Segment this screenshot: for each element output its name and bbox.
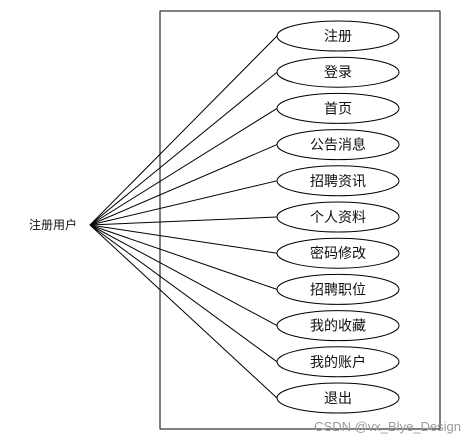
use-case-label: 密码修改 xyxy=(310,245,366,262)
use-case-ellipse xyxy=(276,129,400,161)
use-case: 招聘资讯 xyxy=(276,165,400,197)
use-case: 退出 xyxy=(276,382,400,414)
association-line xyxy=(89,71,278,226)
use-case-ellipse xyxy=(276,310,400,342)
association-lines xyxy=(89,35,278,399)
use-case-label: 注册 xyxy=(324,29,352,45)
use-case-ellipse xyxy=(276,92,400,124)
association-line xyxy=(89,224,278,363)
association-line xyxy=(89,216,278,226)
use-case-label: 我的收藏 xyxy=(310,319,366,335)
system-boundary xyxy=(159,10,441,430)
use-case-label: 我的账户 xyxy=(310,354,366,371)
use-case-ellipse xyxy=(276,346,400,378)
use-case-label: 公告消息 xyxy=(310,137,366,154)
use-case-label: 登录 xyxy=(324,65,352,81)
association-line xyxy=(89,107,278,226)
watermark: CSDN @vx_Blye_Design xyxy=(314,419,461,434)
association-line xyxy=(89,224,278,290)
association-line xyxy=(89,35,278,226)
use-case: 公告消息 xyxy=(276,129,400,161)
association-line xyxy=(89,224,278,254)
use-case-label: 首页 xyxy=(324,101,352,117)
use-case: 注册 xyxy=(276,20,400,52)
use-case: 首页 xyxy=(276,92,400,124)
use-case-ellipse xyxy=(276,273,400,305)
use-case-ellipse xyxy=(276,165,400,197)
use-case-label: 招聘职位 xyxy=(310,282,366,298)
use-case: 招聘职位 xyxy=(276,273,400,305)
association-line xyxy=(89,180,278,226)
use-case: 登录 xyxy=(276,56,400,88)
use-case-label: 招聘资讯 xyxy=(310,174,366,190)
actor-label: 注册用户 xyxy=(29,217,77,232)
use-case-label: 个人资料 xyxy=(310,210,366,226)
association-line xyxy=(89,144,278,226)
use-case-ellipse xyxy=(276,201,400,233)
use-case-ellipse xyxy=(276,20,400,52)
use-case-label: 退出 xyxy=(324,391,352,407)
association-line xyxy=(89,224,278,327)
use-case-ellipse xyxy=(276,237,400,269)
use-case: 密码修改 xyxy=(276,237,400,269)
use-case-ellipse xyxy=(276,56,400,88)
use-case: 我的账户 xyxy=(276,346,400,378)
association-line xyxy=(89,224,278,399)
use-case-ellipse xyxy=(276,382,400,414)
use-case: 我的收藏 xyxy=(276,310,400,342)
use-case: 个人资料 xyxy=(276,201,400,233)
